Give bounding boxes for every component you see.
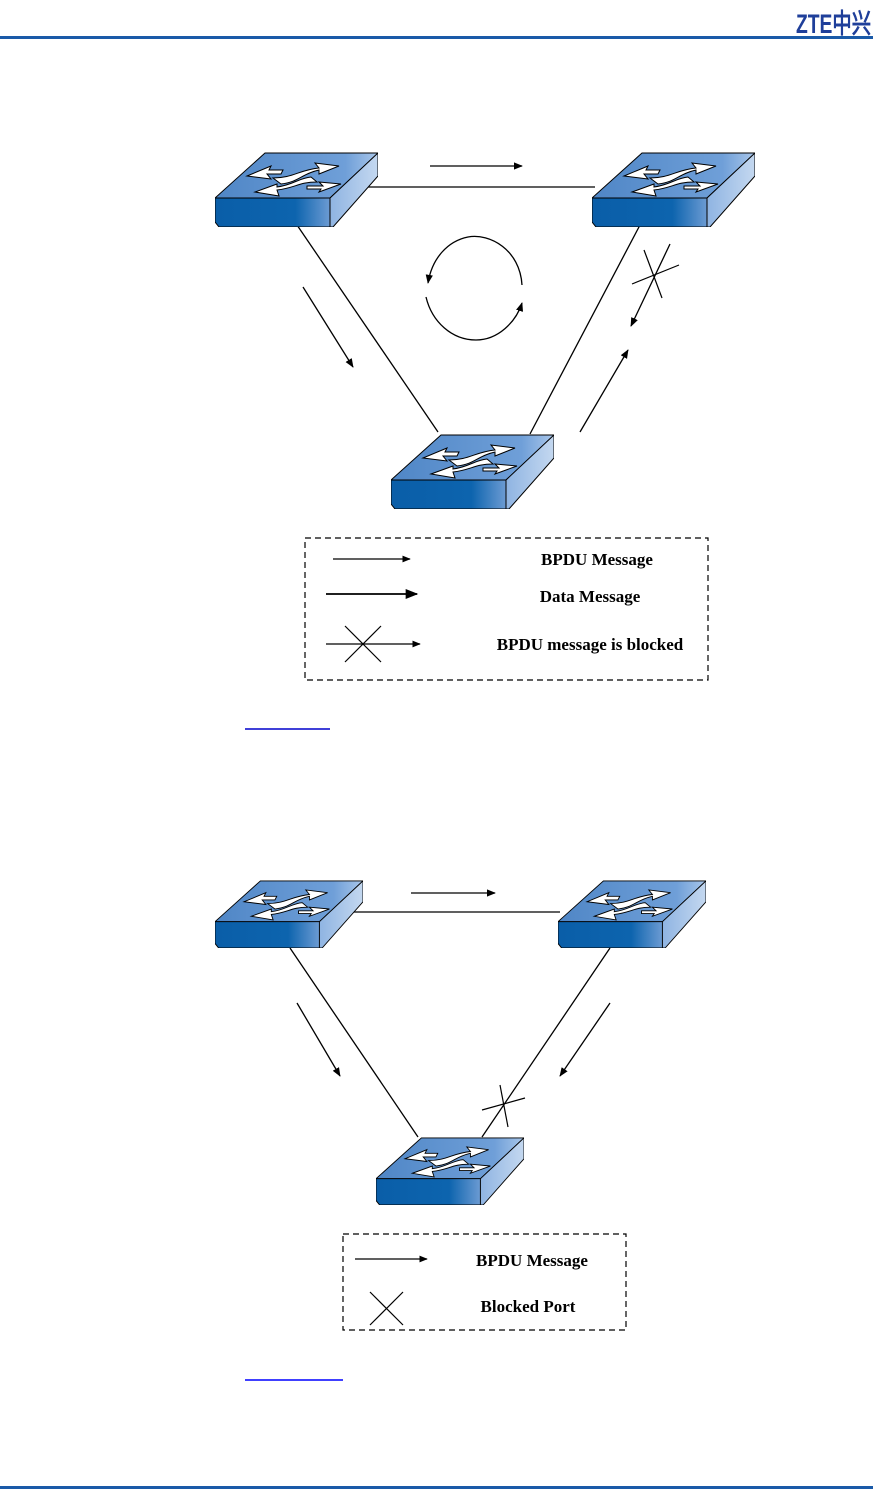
- link-b-c: [529, 224, 641, 435]
- link-a-c: [289, 947, 419, 1138]
- bpdu-arrow-icon: [302, 286, 354, 368]
- legend-box: [304, 537, 709, 681]
- legend-blocked-port: Blocked Port: [481, 1297, 576, 1316]
- blocked-bpdu-arrow-icon: [630, 243, 671, 327]
- figure-2-legend: BPDU Message Blocked Port: [342, 1233, 627, 1331]
- network-switch-icon: [215, 152, 378, 227]
- loop-arrow-icon: [425, 235, 523, 286]
- network-switch-icon: [376, 1137, 524, 1205]
- blocked-cross-icon: [631, 264, 680, 285]
- link-b-c: [481, 947, 611, 1138]
- loop-arrow-icon: [425, 296, 523, 341]
- figure-1-legend: BPDU Message Data Message BPDU message i…: [304, 537, 709, 681]
- footer-rule: [0, 1486, 873, 1489]
- figure-2-diagram: [215, 880, 706, 1205]
- legend-bpdu-message: BPDU Message: [541, 550, 653, 569]
- legend-bpdu-blocked: BPDU message is blocked: [497, 635, 684, 654]
- page-header: ZTE中兴: [0, 9, 873, 39]
- bpdu-arrow-icon: [296, 1002, 341, 1077]
- legend-data-message: Data Message: [540, 587, 641, 606]
- bpdu-arrow-icon: [559, 1002, 611, 1077]
- header-rule: [0, 36, 873, 39]
- blocked-port-icon: [369, 1291, 404, 1326]
- blocked-port-icon: [499, 1084, 509, 1128]
- legend-bpdu-message: BPDU Message: [476, 1251, 588, 1270]
- network-switch-icon: [215, 880, 363, 948]
- bpdu-arrow-icon: [579, 349, 629, 433]
- network-switch-icon: [391, 434, 554, 509]
- figure-1-diagram: [215, 152, 755, 509]
- network-switch-icon: [558, 880, 706, 948]
- legend-box: [342, 1233, 627, 1331]
- network-switch-icon: [592, 152, 755, 227]
- zte-logo: ZTE中兴: [796, 9, 871, 39]
- link-a-c: [296, 224, 439, 433]
- blocked-cross-icon: [344, 625, 382, 663]
- blocked-cross-icon: [643, 249, 663, 299]
